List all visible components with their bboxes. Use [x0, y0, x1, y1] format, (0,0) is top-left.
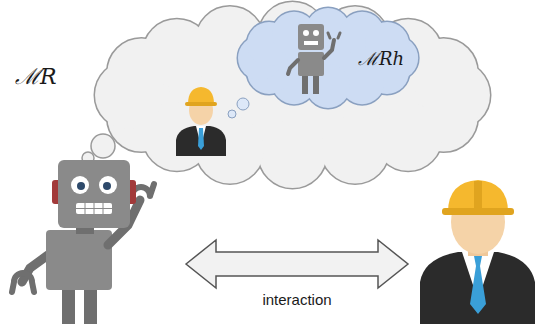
imagined-human	[176, 87, 226, 156]
model-label: ℳR	[15, 60, 57, 90]
thought-cloud: ℳRℳRh	[95, 2, 490, 188]
robot	[12, 160, 154, 324]
human-figure	[420, 180, 535, 324]
model-label: ℳRh	[358, 46, 404, 70]
thought-bubble	[91, 134, 115, 158]
interaction-arrow	[186, 240, 408, 288]
imagined-robot	[288, 24, 340, 94]
thought-cloud: ℳRh	[238, 8, 418, 108]
arrow-label: interaction	[262, 291, 331, 308]
